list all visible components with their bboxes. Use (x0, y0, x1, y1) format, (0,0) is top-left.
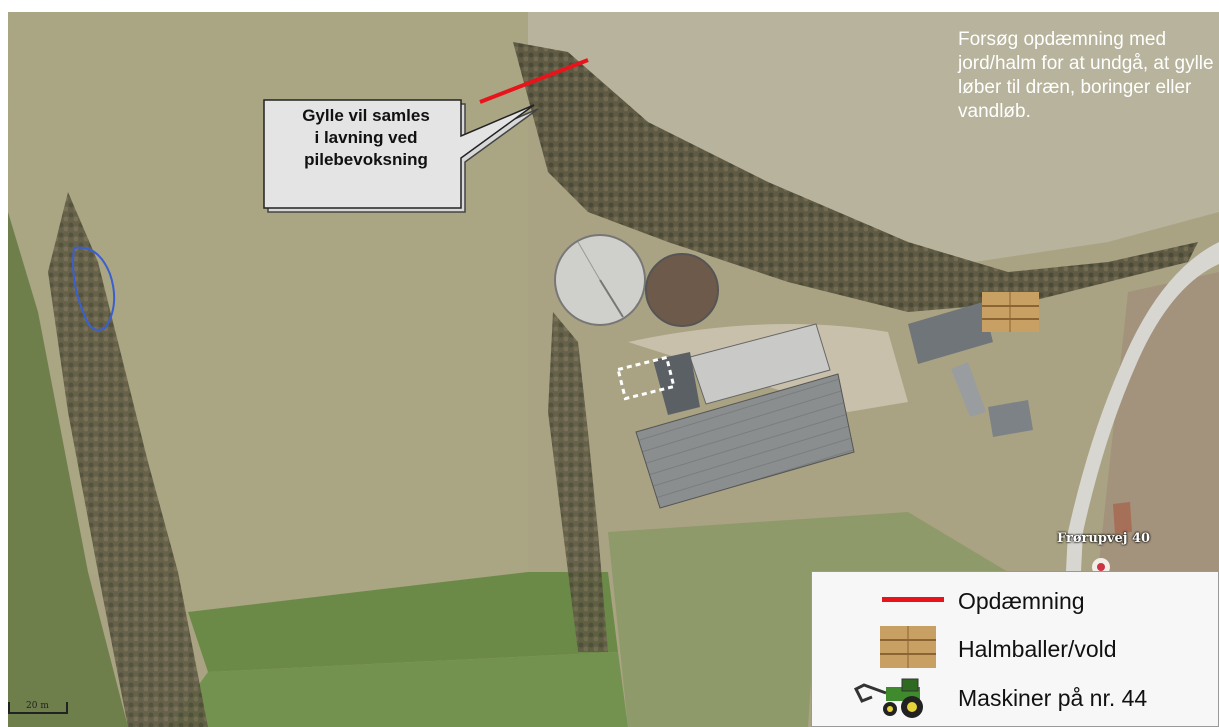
legend-item-dam: Opdæmning (812, 580, 1218, 626)
dam-line (479, 58, 589, 104)
red-line-icon (882, 597, 944, 602)
legend-label: Opdæmning (958, 588, 1085, 614)
legend-label: Halmballer/vold (958, 636, 1117, 662)
callout-box (263, 99, 539, 213)
callout-text: Gylle vil samles i lavning ved pilebevok… (302, 106, 430, 169)
aerial-map: Gylle vil samles i lavning ved pilebevok… (8, 12, 1219, 727)
aerial-imagery (8, 12, 1219, 727)
legend-item-tractor: Maskiner på nr. 44 (812, 677, 1218, 723)
scale-bar (8, 702, 68, 714)
scale-label: 20 m (26, 701, 49, 711)
hay-bale-marker (982, 292, 1039, 332)
wetland-outline (72, 246, 116, 331)
machine-area-outline (616, 355, 676, 401)
legend: Opdæmning Halmballer/vold Maskiner på nr… (811, 571, 1219, 727)
road-label: Frørupvej 40 (1057, 531, 1151, 546)
tractor-icon (853, 678, 923, 718)
legend-item-hay: Halmballer/vold (812, 626, 1218, 674)
legend-label: Maskiner på nr. 44 (958, 685, 1148, 711)
note-text: Forsøg opdæmning med jord/halm for at un… (958, 29, 1214, 122)
hay-bale-icon (880, 626, 936, 668)
